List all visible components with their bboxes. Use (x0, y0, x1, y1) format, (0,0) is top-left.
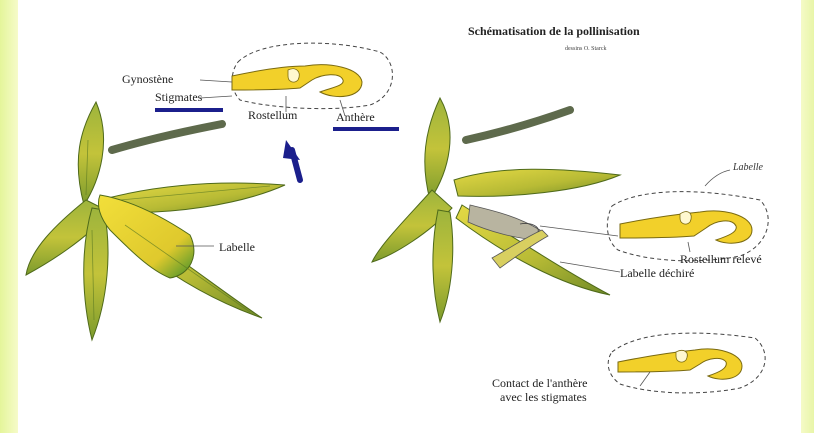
label-rostellum: Rostellum (248, 108, 297, 123)
left-dorsal-sepal (78, 102, 103, 205)
anthere-underline (333, 127, 399, 131)
left-lower-sepal (84, 208, 108, 340)
stigmates-underline (155, 108, 223, 112)
label-rostellum-releve: Rostellum relevé (680, 252, 762, 267)
right-stem (466, 110, 570, 140)
label-gynostene: Gynostène (122, 72, 173, 87)
label-contact-line2: avec les stigmates (500, 390, 587, 405)
label-labelle-dechire: Labelle déchiré (620, 266, 694, 281)
diagram-title: Schématisation de la pollinisation (468, 24, 640, 39)
diagram-credit: dessins O. Starck (565, 46, 607, 52)
label-labelle: Labelle (219, 240, 255, 255)
right-flower (372, 98, 620, 322)
arrow-up-icon (283, 140, 300, 180)
label-contact-line1: Contact de l'anthère (492, 376, 587, 391)
schema-column-middle (607, 170, 768, 261)
schema-column-bottom (608, 333, 765, 393)
left-stem (112, 124, 222, 150)
label-anthere: Anthère (336, 110, 375, 125)
label-labelle-script: Labelle (733, 162, 763, 173)
label-stigmates: Stigmates (155, 90, 202, 105)
left-flower (26, 102, 285, 340)
